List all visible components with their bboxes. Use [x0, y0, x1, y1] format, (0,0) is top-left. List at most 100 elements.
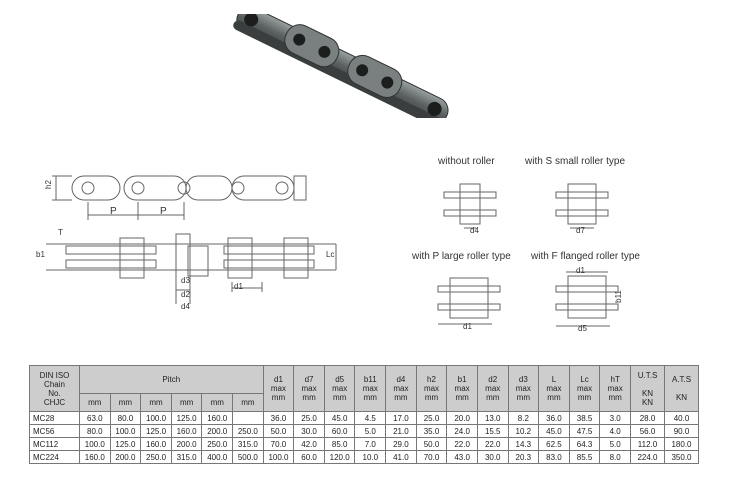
chain-no-cell: MC56: [29, 424, 80, 438]
chain-no-cell: MC224: [29, 450, 80, 464]
table-cell: 24.0: [446, 424, 478, 438]
table-cell: 29.0: [385, 437, 417, 451]
pitch-unit: mm: [201, 393, 234, 412]
table-cell: 22.0: [446, 437, 478, 451]
table-cell: 200.0: [109, 450, 142, 464]
table-cell: 45.0: [323, 411, 356, 425]
dim-b11: b11: [613, 290, 623, 303]
header-pitch: Pitch: [79, 365, 264, 394]
pitch-unit: mm: [109, 393, 142, 412]
table-cell: 50.0: [262, 424, 295, 438]
table-cell: 180.0: [664, 437, 699, 451]
dim-b1: b1: [36, 250, 45, 259]
table-cell: 41.0: [385, 450, 417, 464]
table-cell: 15.5: [476, 424, 509, 438]
table-cell: 22.0: [476, 437, 509, 451]
table-cell: 35.0: [415, 424, 448, 438]
table-cell: 63.0: [79, 411, 111, 425]
chain-no-cell: MC28: [29, 411, 80, 425]
dim-t: T: [58, 228, 63, 237]
table-cell: 10.0: [354, 450, 387, 464]
table-cell: 200.0: [170, 437, 203, 451]
dim-lc: Lc: [326, 250, 335, 259]
dim-d4-roller: d4: [470, 226, 479, 235]
table-cell: 36.0: [262, 411, 295, 425]
dim-h2: h2: [43, 180, 53, 189]
table-cell: 250.0: [140, 450, 172, 464]
dim-d1-p: d1: [463, 322, 472, 331]
table-cell: 45.0: [538, 424, 570, 438]
pitch-unit: mm: [232, 393, 264, 412]
table-cell: 160.0: [201, 411, 234, 425]
table-cell: 500.0: [232, 450, 264, 464]
dim-d4: d4: [181, 302, 190, 311]
table-cell: 14.3: [507, 437, 540, 451]
chain-no-cell: MC112: [29, 437, 80, 451]
table-cell: 160.0: [170, 424, 203, 438]
table-cell: 17.0: [385, 411, 417, 425]
table-cell: 47.5: [568, 424, 601, 438]
table-cell: 160.0: [79, 450, 111, 464]
table-cell: 7.0: [354, 437, 387, 451]
table-cell: 62.5: [538, 437, 570, 451]
table-cell: 200.0: [201, 424, 234, 438]
dim-pitch-1: P: [110, 206, 117, 217]
table-cell: 36.0: [538, 411, 570, 425]
table-cell: 8.2: [507, 411, 540, 425]
table-cell: 8.0: [599, 450, 631, 464]
caption-p-large-roller: with P large roller type: [412, 251, 511, 262]
table-cell: 60.0: [293, 450, 325, 464]
table-cell: 60.0: [323, 424, 356, 438]
table-cell: 50.0: [415, 437, 448, 451]
table-cell: 125.0: [170, 411, 203, 425]
table-cell: 42.0: [293, 437, 325, 451]
dim-d1-main: d1: [234, 282, 243, 291]
dim-d1-f: d1: [576, 266, 585, 275]
table-cell: 3.0: [599, 411, 631, 425]
table-cell: 120.0: [323, 450, 356, 464]
table-cell: 70.0: [262, 437, 295, 451]
pitch-unit: mm: [140, 393, 172, 412]
f-flanged-roller-drawing: [555, 271, 619, 327]
without-roller-drawing: [443, 183, 497, 229]
table-cell: 100.0: [262, 450, 295, 464]
table-cell: 250.0: [201, 437, 234, 451]
table-cell: 125.0: [109, 437, 142, 451]
table-cell: [232, 411, 264, 425]
table-cell: 83.0: [538, 450, 570, 464]
table-cell: 350.0: [664, 450, 699, 464]
table-cell: 21.0: [385, 424, 417, 438]
header-chain-no: DIN ISO Chain No. CHJC: [29, 365, 80, 412]
chain-side-view-drawing: [52, 175, 307, 220]
table-cell: 28.0: [630, 411, 665, 425]
table-cell: 400.0: [201, 450, 234, 464]
table-cell: 85.5: [568, 450, 601, 464]
dim-d3: d3: [181, 276, 190, 285]
table-cell: 40.0: [664, 411, 699, 425]
table-cell: 30.0: [293, 424, 325, 438]
dim-d2: d2: [181, 290, 190, 299]
table-cell: 13.0: [476, 411, 509, 425]
table-cell: 224.0: [630, 450, 665, 464]
table-cell: 5.0: [599, 437, 631, 451]
dim-d5: d5: [578, 324, 587, 333]
header-ats: A.T.S KN: [664, 365, 699, 412]
table-cell: 80.0: [79, 424, 111, 438]
table-cell: 100.0: [140, 411, 172, 425]
table-cell: 38.5: [568, 411, 601, 425]
chain-section-drawing: [46, 233, 337, 304]
table-cell: 30.0: [476, 450, 509, 464]
table-cell: 112.0: [630, 437, 665, 451]
s-small-roller-drawing: [555, 183, 609, 229]
table-cell: 10.2: [507, 424, 540, 438]
